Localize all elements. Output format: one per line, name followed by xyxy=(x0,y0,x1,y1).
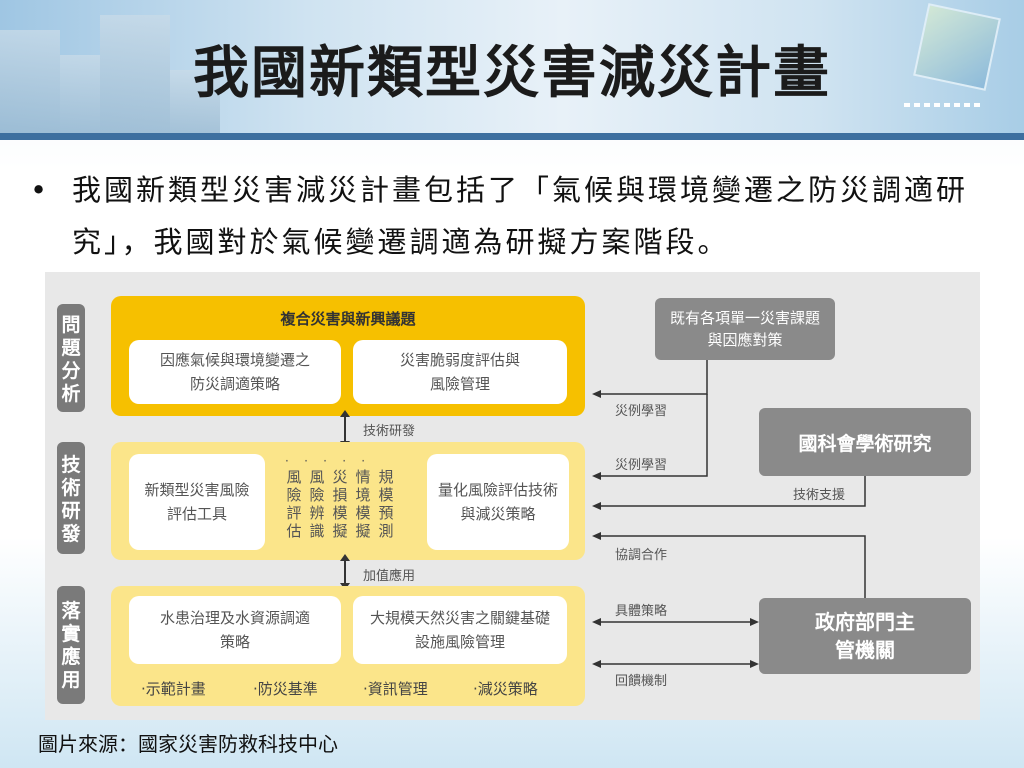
background-building xyxy=(100,15,170,140)
side-label-application: 落實應用 xyxy=(57,586,85,704)
arrow-label-research: 技術研發 xyxy=(363,424,416,439)
right-box-government: 政府部門主管機關 xyxy=(759,598,971,674)
slide-title: 我國新類型災害減災計畫 xyxy=(193,41,831,106)
middle-box-quantitative: 量化風險評估技術與減災策略 xyxy=(427,454,569,550)
disaster-plan-diagram: 問題分析 技術研發 落實應用 複合災害與新興議題 因應氣候與環境變遷之防災調適策… xyxy=(45,272,980,720)
right-box-nsc: 國科會學術研究 xyxy=(759,408,971,476)
top-band-title: 複合災害與新興議題 xyxy=(280,310,416,328)
header-strip xyxy=(0,133,1024,140)
side-label-analysis: 問題分析 xyxy=(57,304,85,412)
bottom-box-water: 水患治理及水資源調適策略 xyxy=(129,596,341,664)
flow-label-case-learning-2: 災例學習 xyxy=(615,458,668,473)
bullet-icon: • xyxy=(30,173,48,207)
bottom-item-info: ·資訊管理 xyxy=(363,680,428,698)
flow-label-coordination: 協調合作 xyxy=(615,548,668,563)
right-box-existing: 既有各項單一災害課題與因應對策 xyxy=(655,298,835,360)
middle-box-tools: 新類型災害風險評估工具 xyxy=(129,454,265,550)
method-risk-identification: 風險辨識 xyxy=(309,468,325,540)
bottom-item-demo: ·示範計畫 xyxy=(141,680,206,698)
method-loss-simulation: 災損模擬 xyxy=(332,468,348,540)
image-source-caption: 圖片來源：國家災害防救科技中心 xyxy=(38,732,338,756)
slide-header xyxy=(0,0,1024,140)
bottom-item-standard: ·防災基準 xyxy=(253,680,318,698)
dots-decoration xyxy=(904,103,984,107)
arrow-label-application: 加值應用 xyxy=(363,569,416,584)
bullet-text: 我國新類型災害減災計畫包括了「氣候與環境變遷之防災調適研究」，我國對於氣候變遷調… xyxy=(72,173,969,259)
flow-label-case-learning-1: 災例學習 xyxy=(615,404,668,419)
background-building xyxy=(0,30,60,140)
flow-label-tech-support: 技術支援 xyxy=(793,488,846,503)
method-risk-assessment: 風險評估 xyxy=(286,468,302,540)
background-building xyxy=(60,55,100,140)
top-box-vulnerability: 災害脆弱度評估與風險管理 xyxy=(353,340,567,404)
flow-label-feedback: 回饋機制 xyxy=(615,674,668,689)
background-building xyxy=(170,70,220,140)
flow-connectors xyxy=(592,360,866,668)
column-dots: · · · · · xyxy=(285,454,366,468)
method-scenario-simulation: 情境模擬 xyxy=(355,468,371,540)
bottom-box-infrastructure: 大規模天然災害之關鍵基礎設施風險管理 xyxy=(353,596,567,664)
flow-label-strategy: 具體策略 xyxy=(615,604,668,619)
side-label-research: 技術研發 xyxy=(57,442,85,554)
bottom-item-mitigation: ·減災策略 xyxy=(473,680,538,698)
top-box-adaptation: 因應氣候與環境變遷之防災調適策略 xyxy=(129,340,341,404)
method-scale-prediction: 規模預測 xyxy=(378,468,394,540)
